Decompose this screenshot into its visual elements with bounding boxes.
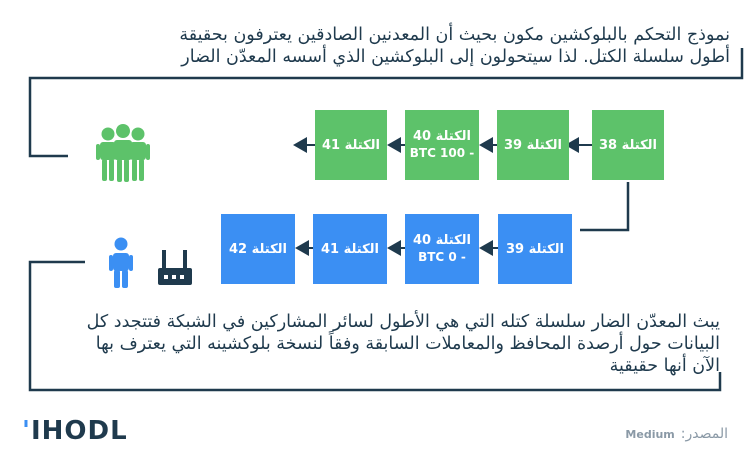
honest-block-38: الكتلة 38 xyxy=(592,110,664,180)
bottom-description: يبث المعدّن الضار سلسلة كتله التي هي الأ… xyxy=(60,311,720,377)
people-group-icon xyxy=(96,124,150,182)
source-credit: Medium المصدر: xyxy=(625,426,728,442)
bottom-description-line1: يبث المعدّن الضار سلسلة كتله التي هي الأ… xyxy=(86,312,720,332)
top-description-line2: أطول سلسلة الكتل. لذا سيتحولون إلى البلو… xyxy=(181,47,730,67)
honest-block-41-label: الكتلة 41 xyxy=(321,137,380,153)
attacker-block-40: الكتلة 40 BTC 0 - xyxy=(405,214,479,284)
bottom-description-line2: البيانات حول أرصدة المحافظ والمعاملات ال… xyxy=(95,334,720,354)
attacker-block-40-label: الكتلة 40 xyxy=(412,233,471,248)
attacker-block-40-tx: BTC 0 - xyxy=(418,250,466,264)
top-description: نموذج التحكم بالبلوكشين مكون بحيث أن الم… xyxy=(80,24,730,68)
honest-block-40: الكتلة 40 BTC 100 - xyxy=(405,110,479,180)
attacker-block-41: الكتلة 41 xyxy=(313,214,387,284)
honest-block-39: الكتلة 39 xyxy=(497,110,569,180)
attacker-block-42-label: الكتلة 42 xyxy=(228,241,287,257)
honest-block-38-label: الكتلة 38 xyxy=(598,137,657,153)
top-bracket-line xyxy=(28,48,744,158)
honest-block-39-label: الكتلة 39 xyxy=(503,137,562,153)
source-name: Medium xyxy=(625,427,675,441)
fork-connector xyxy=(580,182,630,232)
bottom-description-line3: الآن أنها حقيقية xyxy=(609,356,720,376)
logo-text: IHODL xyxy=(30,416,128,446)
router-icon xyxy=(158,250,192,285)
attacker-block-39: الكتلة 39 xyxy=(498,214,572,284)
attacker-block-39-label: الكتلة 39 xyxy=(505,241,564,257)
honest-block-40-tx: BTC 100 - xyxy=(409,146,475,160)
logo-prefix: ' xyxy=(22,416,31,446)
attacker-block-42: الكتلة 42 xyxy=(221,214,295,284)
top-description-line1: نموذج التحكم بالبلوكشين مكون بحيث أن الم… xyxy=(179,25,730,45)
honest-block-41: الكتلة 41 xyxy=(315,110,387,180)
person-icon xyxy=(109,237,133,288)
source-label: المصدر: xyxy=(680,426,728,442)
bottom-bracket-line xyxy=(28,260,722,392)
honest-block-40-label: الكتلة 40 xyxy=(412,129,471,144)
ihodl-logo: 'IHODL xyxy=(22,416,128,446)
attacker-block-41-label: الكتلة 41 xyxy=(320,241,379,257)
